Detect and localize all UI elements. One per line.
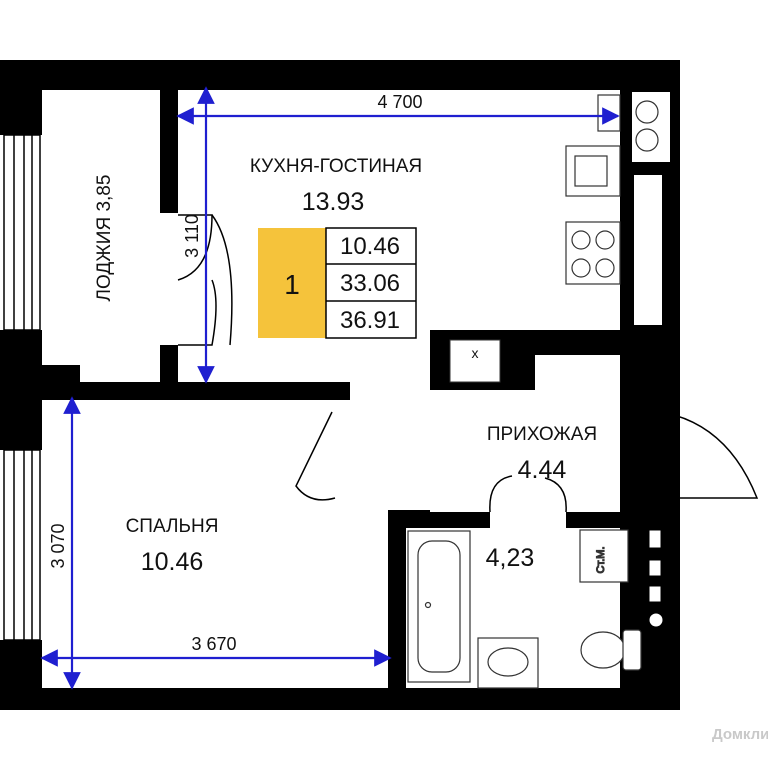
stove-icon [565,221,621,285]
wall-bottom [10,688,680,710]
summary-badge: 1 10.46 33.06 36.91 [258,227,417,339]
svg-text:x: x [472,345,479,361]
room-hall-area: 4.44 [518,456,567,484]
room-kitchen-name: КУХНЯ-ГОСТИНАЯ [250,156,422,177]
room-bath-area: 4,23 [486,544,535,572]
wall-hall-step [535,330,625,355]
door-bath [489,475,567,513]
wall-loggia-right-bottom [160,345,178,385]
watermark: Домклик [712,726,768,743]
wall-left-bottom [0,640,42,710]
wall-top [10,60,680,90]
window-left-top [3,134,41,331]
wall-left-mid [0,330,42,450]
room-bedroom-name: СПАЛЬНЯ [126,516,219,537]
interior-fills [42,90,670,688]
riser-icons [648,529,664,628]
summary-total-living: 33.06 [340,270,400,297]
fridge-icon: x [472,345,479,361]
rooms-count: 1 [284,269,300,300]
room-bedroom-area: 10.46 [141,548,204,576]
bathtub-icon [407,530,471,683]
wall-bedroom-top [40,382,350,400]
summary-total-area: 36.91 [340,307,400,334]
dim-bedroom-width-label: 3 670 [191,634,236,654]
wall-bedroom-right [388,510,406,700]
summary-living-area: 10.46 [340,233,400,260]
toilet-icon [580,629,642,671]
dimension-lines [40,86,620,690]
oven-icon [565,145,621,197]
washer-icon: Ст.М. [579,529,629,583]
rooms-count-box [258,228,326,338]
washbasin-icon [477,637,539,689]
wall-loggia-right-top [160,88,178,213]
wall-left-top [0,60,42,135]
dim-bedroom-depth-label: 3 070 [48,523,68,568]
room-kitchen-area: 13.93 [302,188,365,216]
door-entrance [624,409,759,499]
door-bedroom [295,411,336,501]
svg-text:Ст.М.: Ст.М. [595,546,607,573]
room-hall-name: ПРИХОЖАЯ [487,424,597,445]
wall-bath-top-c [566,512,628,530]
wall-wc-right [630,512,648,552]
walls [0,60,680,710]
room-loggia-name: ЛОДЖИЯ 3,85 [94,175,115,302]
window-left-bottom [3,449,41,641]
dim-kitchen-depth-label: 3 110 [182,214,202,258]
dim-kitchen-width-label: 4 700 [377,92,422,112]
